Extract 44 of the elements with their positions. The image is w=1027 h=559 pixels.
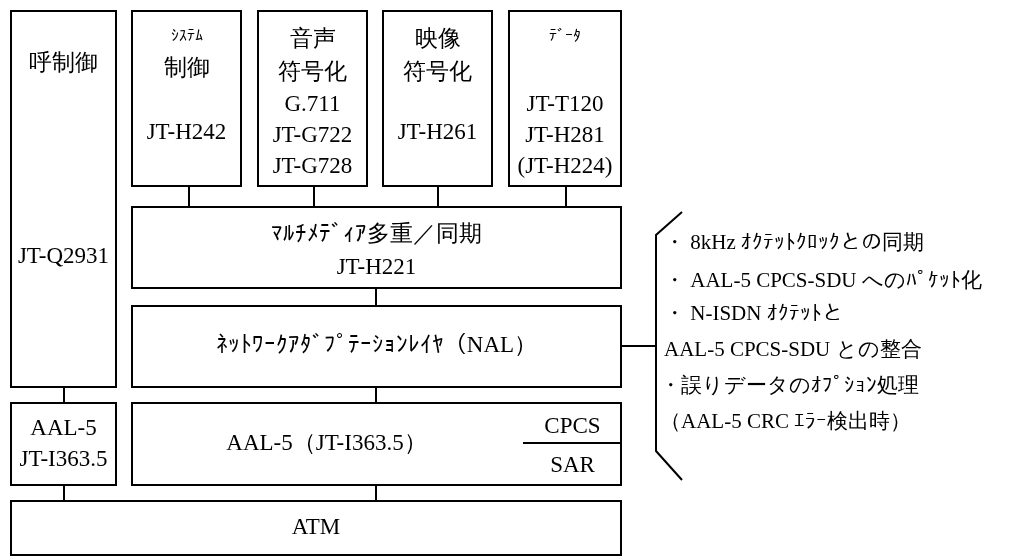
box-label: 音声符号化 (277, 25, 348, 86)
connector-line (313, 186, 315, 207)
protocol-box (508, 10, 622, 187)
layer-box (131, 305, 622, 388)
connector-line (188, 186, 190, 207)
connector-line (565, 186, 567, 207)
box-label: AAL-5（JT-I363.5） (225, 429, 428, 457)
connector-line (375, 288, 377, 306)
layer-box (10, 500, 622, 556)
sublayer-label: SAR (549, 451, 596, 479)
connector-line (437, 186, 439, 207)
connector-line (375, 485, 377, 501)
box-label: G.711 JT-G722 JT-G728 (271, 90, 354, 180)
box-label: ｼｽﾃﾑ (169, 26, 204, 46)
layer-box (131, 402, 622, 486)
protocol-box (382, 10, 493, 187)
layer-box (131, 206, 622, 289)
note-text: （AAL-5 CRC ｴﾗｰ検出時） (660, 408, 912, 435)
box-label: ﾃﾞｰﾀ (548, 26, 582, 46)
connector-line (621, 345, 657, 347)
box-label: 映像符号化 (402, 25, 473, 86)
sublayer-label: CPCS (543, 412, 602, 440)
box-label: 呼制御 (28, 49, 99, 77)
connector-line (63, 387, 65, 403)
box-label: 制御 (162, 54, 211, 82)
box-label: ﾈｯﾄﾜｰｸｱﾀﾞﾌﾟﾃｰｼｮﾝﾚｲﾔ（NAL） (214, 331, 539, 359)
note-text: ・ 8kHz ｵｸﾃｯﾄｸﾛｯｸとの同期 (664, 229, 924, 256)
protocol-box (131, 10, 242, 187)
box-label: JT-H261 (396, 118, 479, 146)
box-label: JT-H242 (145, 118, 228, 146)
note-text: ・ AAL-5 CPCS-SDU へのﾊﾟｹｯﾄ化 (664, 267, 982, 294)
box-label: JT-H221 (335, 253, 418, 281)
connector-line (63, 485, 65, 501)
box-label: JT-T120 JT-H281 (JT-H224) (516, 90, 614, 180)
note-text: ・ N-ISDN ｵｸﾃｯﾄと AAL-5 CPCS-SDU との整合 (664, 300, 922, 363)
connector-line (375, 387, 377, 403)
note-text: ・誤りデータのｵﾌﾟｼｮﾝ処理 (660, 372, 919, 399)
protocol-box (10, 10, 117, 388)
protocol-box (257, 10, 368, 187)
layer-box (10, 402, 117, 486)
box-label: AAL-5 JT-I363.5 (18, 414, 109, 473)
box-label: ﾏﾙﾁﾒﾃﾞｨｱ多重／同期 (270, 220, 483, 248)
box-label: ATM (290, 513, 342, 541)
box-label: JT-Q2931 (16, 242, 111, 270)
